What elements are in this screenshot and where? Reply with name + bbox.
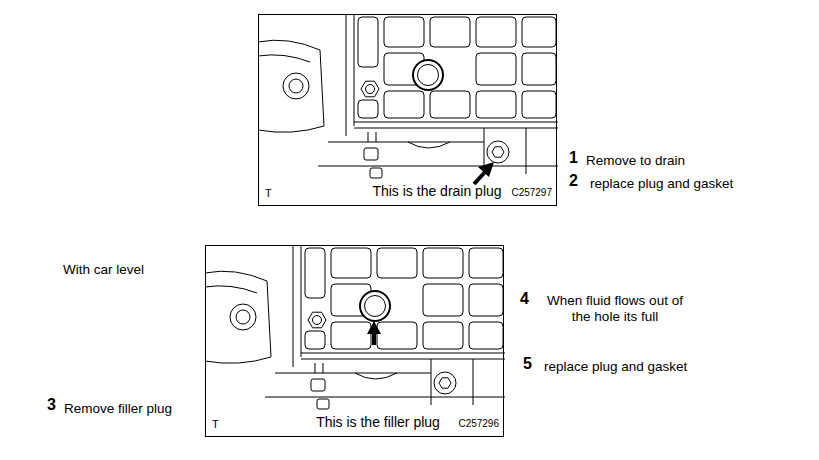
- instruction-text: replace plug and gasket: [544, 359, 687, 375]
- instruction-text: Remove to drain: [586, 153, 685, 169]
- illustration-frame: T This is the drain plug C257297: [258, 14, 557, 206]
- caption-text: This is the drain plug: [372, 183, 501, 199]
- figure-code: C257297: [511, 187, 552, 198]
- instruction-text: replace plug and gasket: [590, 176, 733, 192]
- illustration-frame: T This is the filler plug C257296: [205, 245, 504, 437]
- callout-number: 5: [523, 356, 532, 372]
- figure-code: C257296: [458, 418, 499, 429]
- callout-number: 2: [569, 173, 578, 189]
- instruction-text: When fluid flows out of the hole its ful…: [540, 293, 690, 325]
- view-letter: T: [212, 418, 219, 430]
- callout-number: 4: [520, 291, 529, 307]
- callout-number: 3: [47, 397, 56, 413]
- instruction-text: Remove filler plug: [64, 401, 172, 417]
- caption-text: This is the filler plug: [316, 414, 440, 430]
- callout-number: 1: [569, 150, 578, 166]
- instruction-text: With car level: [63, 262, 144, 278]
- view-letter: T: [265, 187, 272, 199]
